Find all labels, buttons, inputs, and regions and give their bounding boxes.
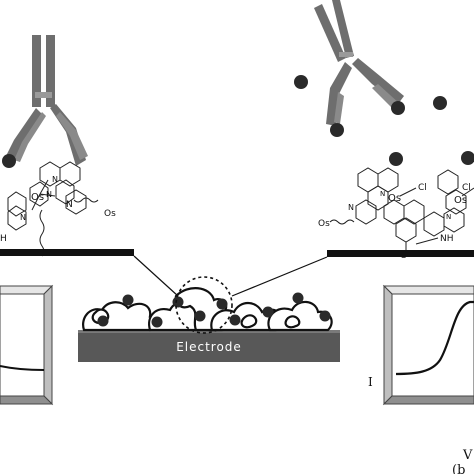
left-pyridine-n: N: [20, 213, 26, 222]
free-antigen-bead-b: [433, 96, 447, 110]
left-os-symbol: Os: [31, 192, 44, 203]
right-plot-x-label: V: [462, 448, 473, 463]
polymer-film: [82, 287, 333, 332]
left-neighbor-os: Os: [104, 209, 116, 219]
left-n-symbol-a: N: [46, 190, 52, 199]
right-captured-antigen-bead-b: [391, 101, 405, 115]
right-nh: NH: [440, 234, 454, 244]
free-antigen-bead-d: [461, 151, 474, 165]
right-plot-panel: I V (b: [368, 284, 474, 474]
left-flat-response-curve: [0, 365, 45, 371]
free-antigen-bead-a: [294, 75, 308, 89]
free-antigen-bead-c: [389, 152, 403, 166]
left-bound-antigen-bead: [2, 154, 16, 168]
right-os-complex: Os Os Cl Cl N NH Os S N N: [318, 167, 474, 261]
right-sigmoid-response-curve: [395, 300, 474, 376]
right-cl-a: Cl: [418, 183, 427, 193]
right-os-symbol-b: Os: [454, 195, 467, 206]
center-electrode: Electrode: [78, 330, 340, 362]
left-amine-n: N: [66, 200, 73, 210]
right-cl-b: Cl: [462, 183, 471, 193]
panel-tag: (b: [452, 463, 465, 474]
right-neighbor-os: Os: [318, 219, 330, 229]
right-antibody: [314, 0, 404, 126]
left-h-fragment: H: [0, 234, 7, 244]
left-os-complex: Os N N N Os N H: [0, 161, 116, 257]
film-redox-beads: [97, 292, 331, 328]
left-plot-panel: [0, 284, 54, 406]
electrode-label: Electrode: [176, 340, 242, 354]
right-amine-n: N: [348, 203, 354, 212]
right-electrode-bar: [327, 250, 474, 257]
right-captured-antigen-bead-a: [330, 123, 344, 137]
right-ring-n-b: N: [446, 213, 451, 221]
right-os-symbol-a: Os: [388, 193, 401, 204]
zoom-lines: [133, 255, 328, 297]
zoom-highlight-circle: [175, 276, 233, 334]
left-electrode-bar: [0, 249, 134, 256]
right-plot-y-label: I: [368, 375, 373, 389]
right-ring-n-a: N: [380, 190, 385, 198]
left-antibody: [4, 35, 88, 166]
left-n-symbol-b: N: [52, 175, 58, 184]
